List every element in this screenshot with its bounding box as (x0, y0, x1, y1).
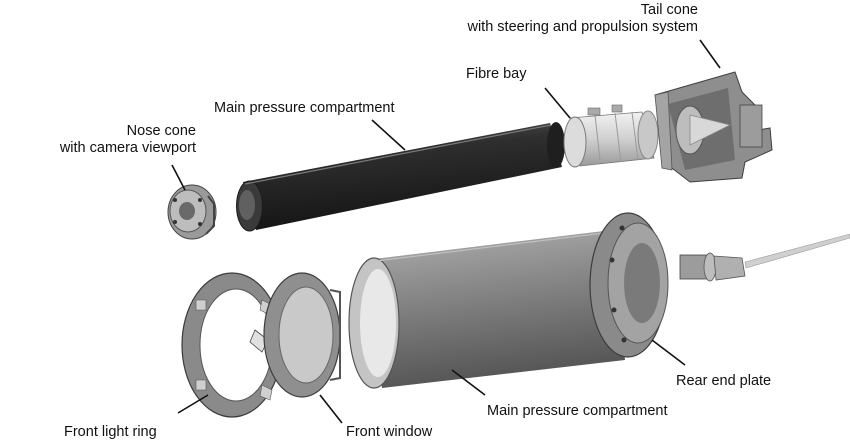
leader-main-bottom (451, 369, 486, 396)
leader-nose-cone (171, 164, 186, 191)
front-window-part (263, 272, 341, 398)
leader-rear-end-plate (651, 339, 686, 366)
main-pressure-tube-bottom (348, 230, 625, 389)
leader-lines (171, 39, 721, 424)
label-front-light-ring: Front light ring (64, 424, 157, 440)
leader-front-window (319, 394, 343, 424)
label-front-window: Front window (346, 424, 433, 440)
fibre-bay-part (563, 104, 659, 168)
label-rear-end-plate: Rear end plate (676, 373, 772, 389)
leader-front-light-ring (177, 394, 209, 414)
label-main-pressure-bottom: Main pressure compartment (487, 403, 668, 419)
label-nose-cone: Nose cone with camera viewport (0, 123, 196, 157)
front-light-ring-part (181, 272, 283, 418)
label-nose-cone-line1: Nose cone (126, 123, 196, 139)
nose-cone-part (167, 184, 217, 240)
label-tail-cone: Tail cone with steering and propulsion s… (430, 2, 698, 36)
rear-end-plate-part (589, 212, 669, 358)
label-tail-cone-line2: with steering and propulsion system (467, 19, 698, 35)
leader-tail-cone (699, 39, 721, 69)
main-pressure-tube-top (236, 122, 565, 232)
label-main-pressure-top: Main pressure compartment (214, 100, 395, 116)
label-tail-cone-line1: Tail cone (640, 2, 698, 18)
label-fibre-bay: Fibre bay (466, 66, 527, 82)
leader-fibre-bay (544, 87, 571, 119)
connector-and-cable (679, 233, 850, 282)
tail-cone-part (654, 71, 773, 183)
label-nose-cone-line2: with camera viewport (59, 140, 196, 156)
leader-main-top (371, 119, 406, 151)
